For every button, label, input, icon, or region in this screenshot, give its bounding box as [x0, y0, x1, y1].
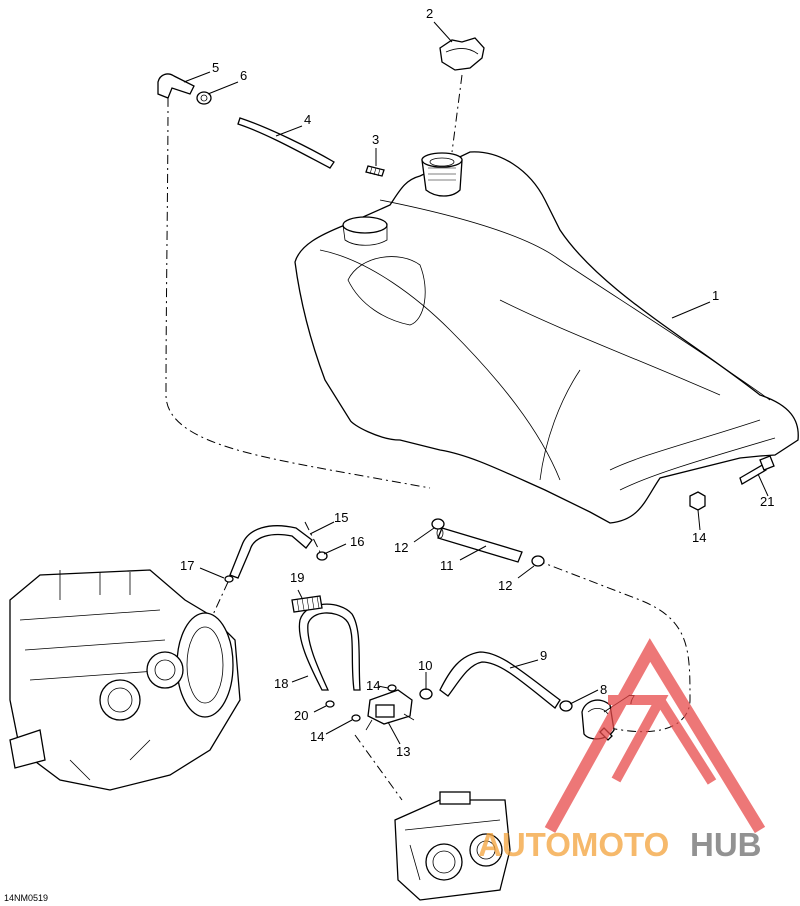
callout-6: 6: [240, 68, 247, 83]
callout-15: 15: [334, 510, 348, 525]
callout-18: 18: [274, 676, 288, 691]
protective-sleeve: [291, 595, 323, 613]
hose-clamp-17: [224, 575, 234, 583]
callout-10: 10: [418, 658, 432, 673]
callout-3: 3: [372, 132, 379, 147]
fuel-valve: [365, 689, 415, 731]
watermark-logo: [544, 638, 766, 834]
vent-routing-line: [165, 97, 691, 733]
hose-clamp-10: [419, 688, 433, 700]
carb-routing-line: [354, 734, 403, 801]
fuel-cap: [439, 37, 485, 71]
vent-fitting: [365, 165, 385, 177]
callout-20: 20: [294, 708, 308, 723]
callout-8: 8: [600, 682, 607, 697]
callout-17: 17: [180, 558, 194, 573]
watermark-text-automoto: AUTOMOTO: [478, 826, 669, 863]
watermark: AUTOMOTO HUB: [478, 638, 766, 863]
nut-14-tank: [689, 491, 706, 511]
impulse-hose-18: [298, 603, 361, 691]
callout-12a: 12: [394, 540, 408, 555]
cap-to-tank-line: [451, 74, 463, 153]
callout-21: 21: [760, 494, 774, 509]
vent-grommet: [196, 91, 212, 105]
callout-19: 19: [290, 570, 304, 585]
callout-12b: 12: [498, 578, 512, 593]
watermark-text-hub: HUB: [690, 826, 762, 863]
fuel-tank: [294, 151, 799, 524]
fuel-hose-11: [437, 527, 523, 563]
bolt-21: [739, 455, 775, 485]
hose-clamp-12b: [531, 555, 545, 567]
callout-2: 2: [426, 6, 433, 21]
callout-16: 16: [350, 534, 364, 549]
nut-14-valve-top: [387, 684, 397, 692]
fuel-line-15: [229, 525, 313, 579]
hose-clamp-12a: [431, 518, 445, 530]
diagram-reference-code: 14NM0519: [4, 893, 48, 903]
callout-13: 13: [396, 744, 410, 759]
fuel-routing-line: [304, 521, 323, 557]
callout-4: 4: [304, 112, 311, 127]
fuel-hose-9: [439, 651, 561, 709]
vent-elbow: [157, 73, 195, 99]
vent-hose: [237, 117, 335, 169]
hose-clamp-8: [559, 700, 573, 712]
carburetors: [394, 791, 511, 901]
callout-1: 1: [712, 288, 719, 303]
callout-14-tank: 14: [692, 530, 706, 545]
callout-11: 11: [440, 558, 454, 573]
callout-14-valve-top: 14: [366, 678, 380, 693]
engine: [9, 569, 241, 791]
hose-clamp-20: [325, 700, 335, 708]
callout-5: 5: [212, 60, 219, 75]
nut-14-valve-bottom: [351, 714, 361, 722]
callout-14-valve-bottom: 14: [310, 729, 324, 744]
callout-9: 9: [540, 648, 547, 663]
